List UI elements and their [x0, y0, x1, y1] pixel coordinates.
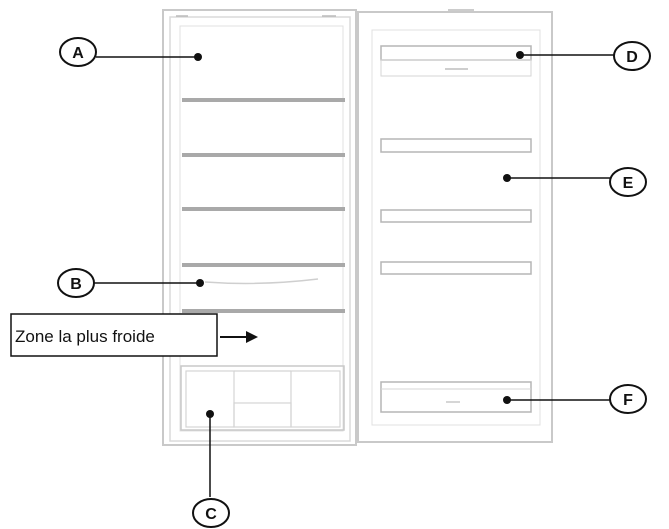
zone-label-box — [10, 313, 218, 357]
callout-f: F — [503, 384, 647, 414]
coldest-zone-callout: Zone la plus froide — [10, 313, 258, 357]
callout-e: E — [503, 167, 647, 197]
callout-d: D — [516, 41, 651, 71]
cabinet-shelves — [182, 98, 345, 313]
door-shelf — [380, 209, 532, 223]
callout-label-c: C — [205, 506, 217, 523]
door-shelves — [380, 45, 532, 413]
shelf — [182, 153, 345, 157]
callout-a: A — [59, 37, 202, 67]
shelf-divider — [204, 278, 319, 285]
callout-label-a: A — [72, 45, 84, 62]
crisper-cover-shelf — [182, 309, 345, 313]
callout-b: B — [57, 268, 204, 298]
fridge-cabinet — [162, 9, 357, 446]
zone-label-text: Zone la plus froide — [15, 327, 155, 346]
callout-label-f: F — [623, 392, 633, 409]
shelf — [182, 98, 345, 102]
callout-label-b: B — [70, 276, 82, 293]
shelf — [182, 263, 345, 267]
callout-label-e: E — [623, 175, 634, 192]
callout-c: C — [192, 410, 230, 528]
door-shelf — [380, 261, 532, 275]
fridge-door — [357, 9, 553, 443]
arrowhead-icon — [246, 331, 258, 343]
door-shelf — [380, 138, 532, 153]
shelf — [182, 207, 345, 211]
door-shelf-top — [380, 45, 532, 61]
callout-label-d: D — [626, 49, 638, 66]
